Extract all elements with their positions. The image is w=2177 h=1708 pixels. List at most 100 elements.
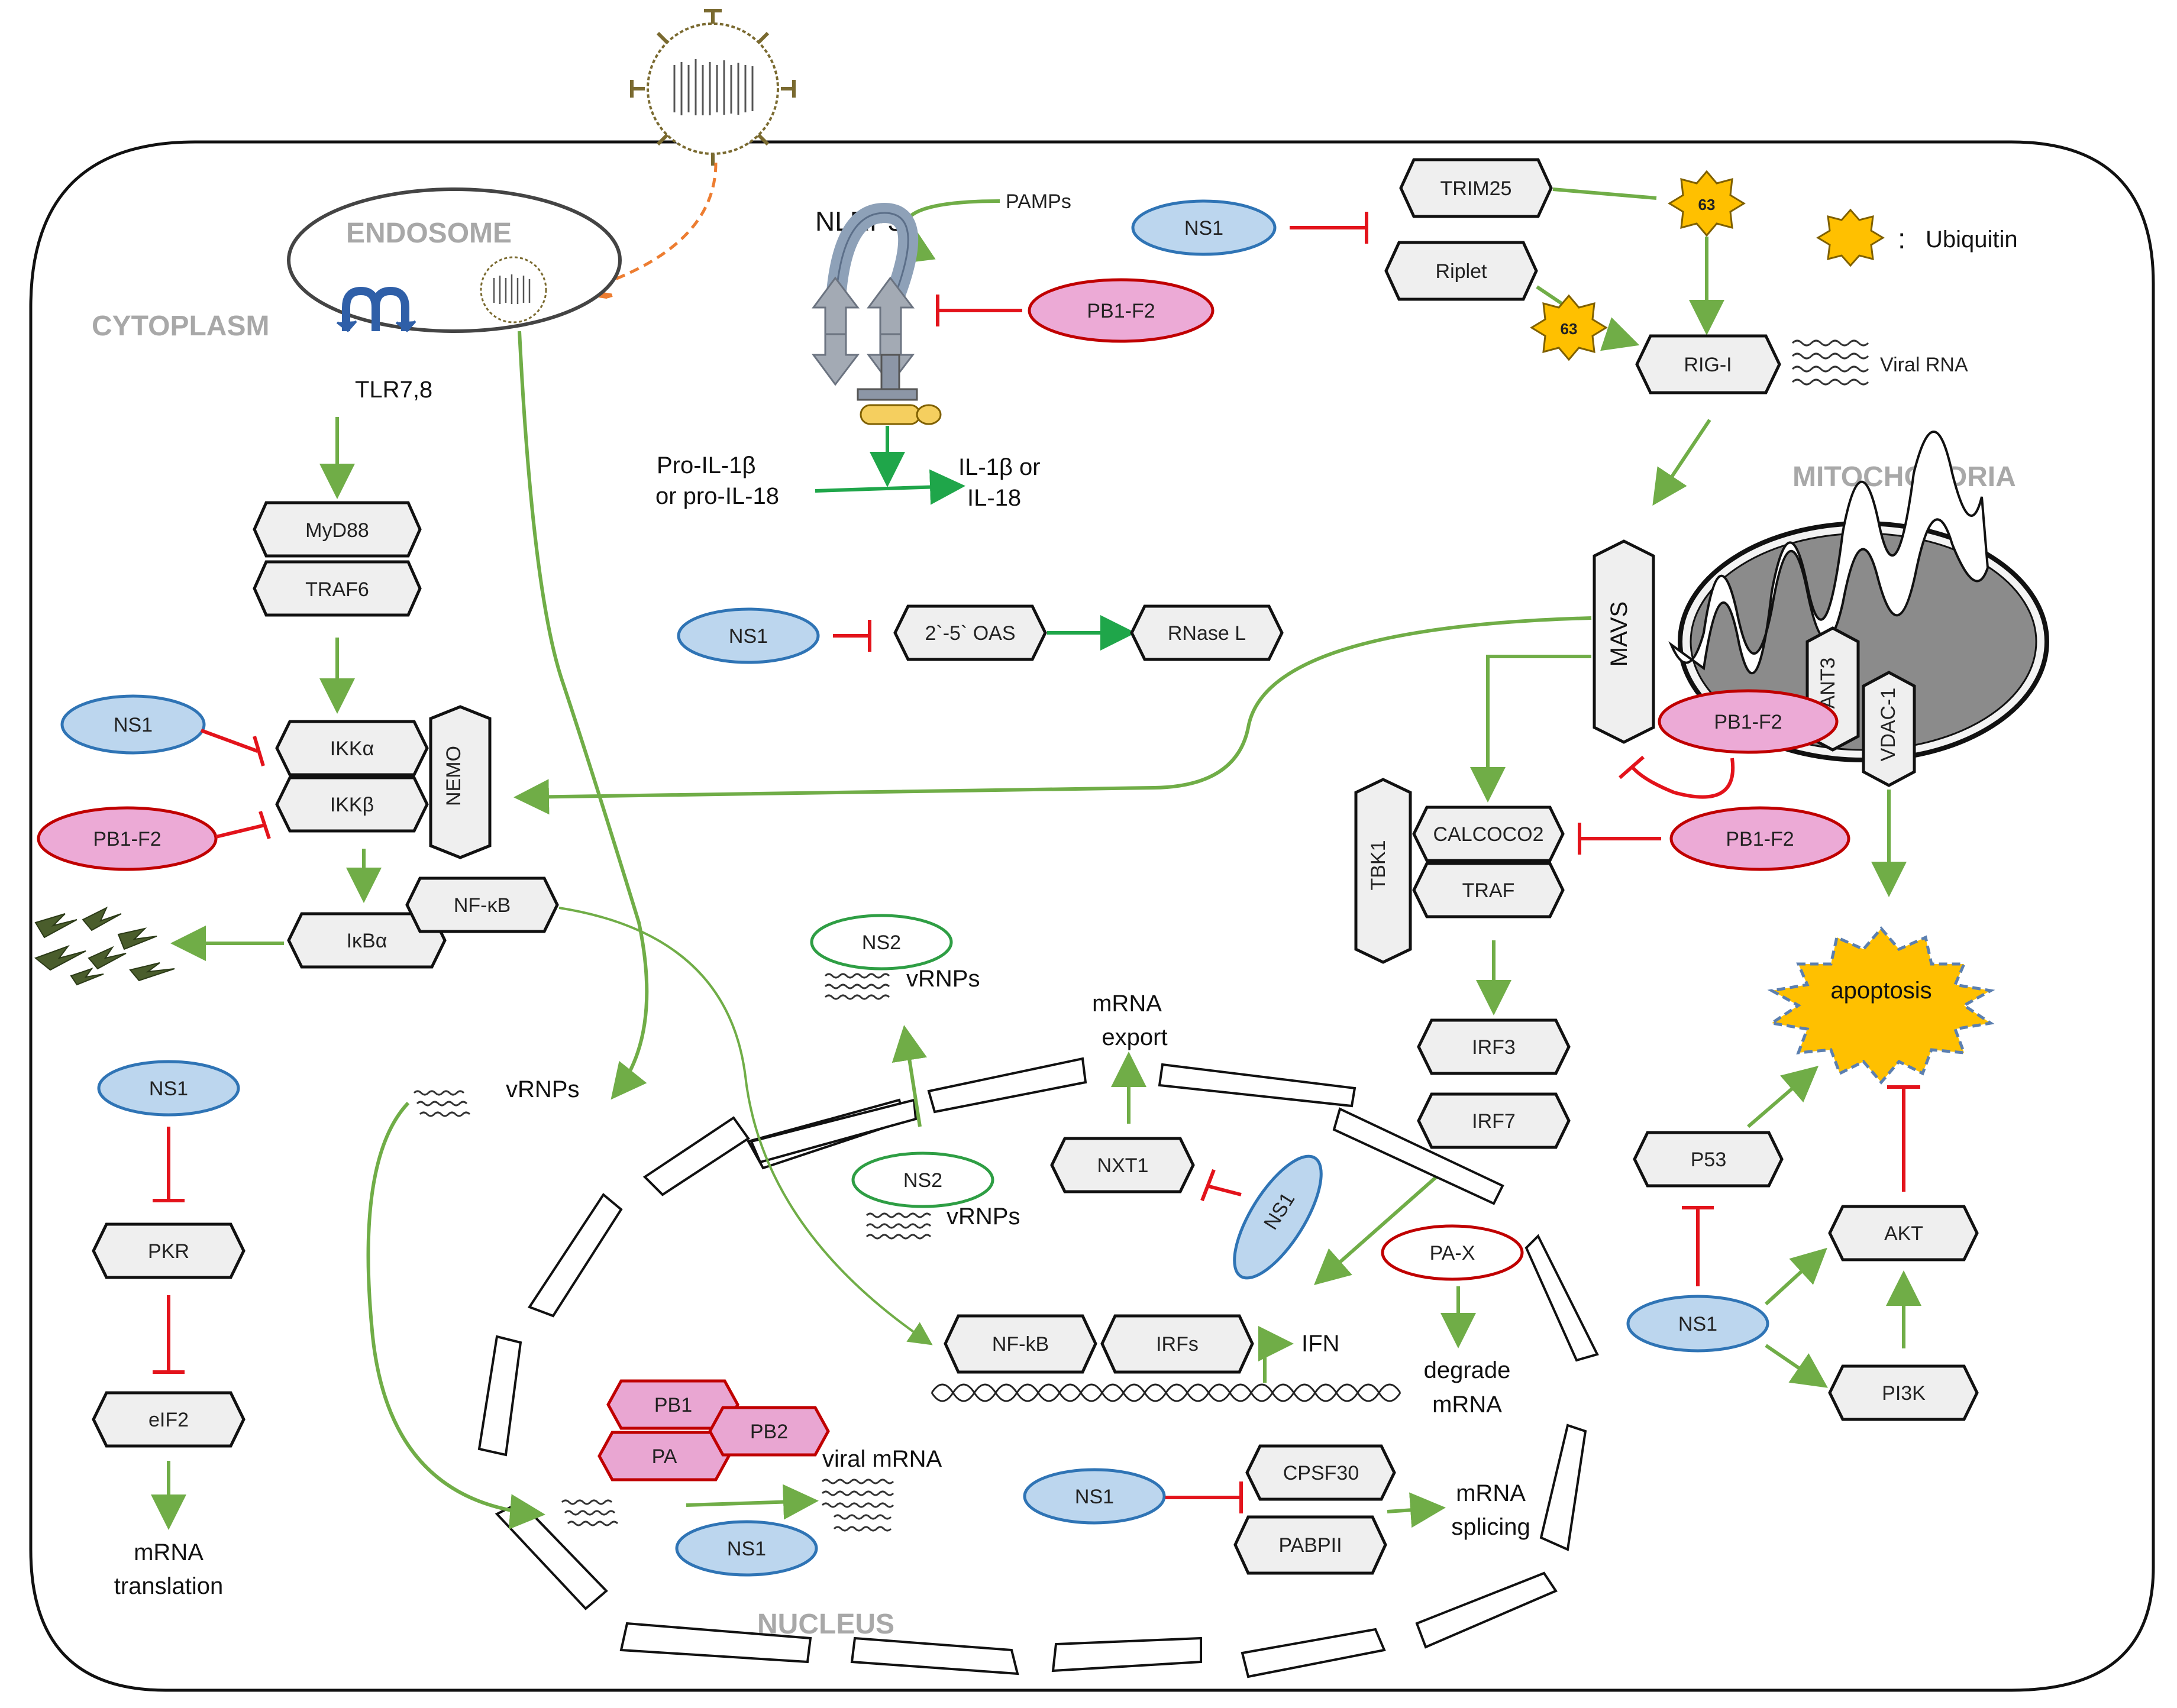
svg-text:NF-κB: NF-κB (454, 894, 511, 917)
nlrp3-inflammasome-icon (812, 202, 942, 425)
tlr-receptor-icon (336, 286, 416, 332)
ns1-p53-oval: NS1 (1626, 1295, 1769, 1353)
il-label-1: IL-1β or (958, 454, 1041, 480)
svg-text:TRAF: TRAF (1462, 879, 1515, 902)
ns1-pkr-oval: NS1 (97, 1060, 240, 1117)
ns1-to-pi3k-arrow (1765, 1344, 1828, 1388)
viral-rna-strands-icon (1791, 339, 1869, 386)
svg-text:IRF3: IRF3 (1472, 1036, 1516, 1059)
degrade-label-2: mRNA (1432, 1392, 1502, 1418)
mrna-splicing-label-2: splicing (1451, 1514, 1530, 1540)
pb1f2-inhibits-calcoco2 (1578, 823, 1661, 855)
svg-text:NS1: NS1 (1678, 1313, 1717, 1335)
ns2-top-oval: NS2 (810, 914, 953, 971)
mrna-splicing-label-1: mRNA (1456, 1480, 1526, 1506)
svg-text:RIG-I: RIG-I (1684, 354, 1732, 376)
ifn-transcription-arrow (1258, 1326, 1294, 1383)
svg-text:ANT3: ANT3 (1817, 658, 1839, 709)
svg-text:apoptosis: apoptosis (1830, 978, 1931, 1004)
akt-inhibits-apoptosis (1887, 1085, 1920, 1192)
svg-text:PA-X: PA-X (1430, 1242, 1475, 1264)
trim25-node: TRIM25 (1399, 158, 1553, 218)
rnasel-node: RNase L (1130, 604, 1284, 661)
endosome (287, 187, 622, 333)
ifn-label: IFN (1301, 1331, 1339, 1357)
apoptosis-node: apoptosis (1767, 926, 1995, 1085)
tbk1-node: TBK1 (1354, 778, 1412, 964)
svg-text:PB2: PB2 (750, 1421, 788, 1443)
svg-text:NS1: NS1 (149, 1078, 188, 1100)
pro-il-label-2: or pro-IL-18 (655, 483, 779, 509)
irf7-node: IRF7 (1417, 1092, 1571, 1149)
mrna-translation-label-2: translation (114, 1573, 224, 1599)
vrnps-mid-label: vRNPs (947, 1204, 1020, 1230)
svg-text:PABPII: PABPII (1278, 1534, 1342, 1557)
svg-text:TBK1: TBK1 (1367, 840, 1390, 890)
svg-text:IKKα: IKKα (330, 737, 374, 760)
svg-text:TRAF6: TRAF6 (305, 578, 369, 601)
svg-text:eIF2: eIF2 (148, 1409, 189, 1431)
svg-text:TRIM25: TRIM25 (1440, 177, 1512, 200)
vrnps-cytoplasm-label: vRNPs (506, 1076, 579, 1102)
svg-text:PI3K: PI3K (1882, 1382, 1926, 1405)
ns1-inhibits-p53 (1682, 1206, 1714, 1286)
svg-text:NEMO: NEMO (442, 746, 465, 806)
pax-oval: PA-X (1381, 1224, 1524, 1281)
ns2-mid-oval: NS2 (851, 1151, 994, 1208)
legend-separator: : (1898, 224, 1905, 255)
pi3k-node: PI3K (1828, 1364, 1979, 1421)
endosome-to-nucleus-path (518, 331, 649, 1100)
svg-text:Riplet: Riplet (1436, 260, 1487, 283)
svg-text:IκBα: IκBα (347, 930, 387, 952)
svg-text:PB1-F2: PB1-F2 (1714, 711, 1782, 733)
ns1-inhibits-pkr (153, 1127, 185, 1202)
mavs-node: MAVS (1593, 539, 1655, 744)
vrnps-mid-strands-icon (865, 1212, 932, 1240)
svg-text:IRF7: IRF7 (1472, 1110, 1516, 1133)
svg-text:NS1: NS1 (1184, 217, 1223, 240)
svg-text:PB1: PB1 (654, 1394, 692, 1416)
svg-text:PB1-F2: PB1-F2 (1087, 300, 1155, 322)
ubiquitin-star-riplet: 63 (1530, 294, 1608, 361)
vrnps-cytoplasm-strands-icon (413, 1090, 471, 1117)
viral-rna-label: Viral RNA (1880, 354, 1968, 376)
svg-text:NS1: NS1 (727, 1538, 766, 1560)
ns1-nxt1-oval: NS1 (1233, 1154, 1323, 1280)
endosome-virion (480, 256, 547, 324)
ns1-pol-oval: NS1 (675, 1520, 818, 1577)
ns1-inhibits-nxt1 (1200, 1169, 1242, 1202)
eif2-node: eIF2 (92, 1391, 246, 1448)
svg-text:RNase L: RNase L (1168, 622, 1246, 645)
svg-text:PKR: PKR (148, 1240, 189, 1263)
pb2-node: PB2 (708, 1406, 830, 1457)
ub2-to-rigi-arrow (1600, 317, 1640, 351)
ns1-inhibits-trim25 (1290, 212, 1368, 244)
ubiquitin-legend: : Ubiquitin (1816, 208, 2018, 267)
p53-to-apoptosis-arrow (1747, 1066, 1819, 1128)
irf3-node: IRF3 (1417, 1018, 1571, 1075)
ns1-trim25-oval: NS1 (1131, 199, 1277, 256)
ns2-export-arrow (892, 1025, 928, 1127)
il-label-2: IL-18 (967, 485, 1021, 511)
akt-node: AKT (1828, 1205, 1979, 1261)
calcoco2-node: CALCOCO2 (1412, 806, 1565, 862)
myd88-node: MyD88 (253, 501, 422, 558)
degraded-ikba-fragments-icon (34, 906, 175, 986)
nemo-node: NEMO (429, 705, 492, 859)
nuclear-envelope-segment (750, 1098, 918, 1164)
svg-text:PB1-F2: PB1-F2 (93, 828, 161, 850)
pkr-node: PKR (92, 1222, 246, 1279)
svg-text:NXT1: NXT1 (1097, 1154, 1149, 1177)
svg-text:PA: PA (652, 1445, 677, 1468)
nfkb-node: NF-κB (405, 876, 559, 933)
trim25-to-ub-line (1552, 187, 1657, 200)
ikka-node: IKKα (275, 720, 429, 777)
svg-text:NS1: NS1 (114, 714, 153, 736)
vdac1-node: VDAC-1 (1862, 671, 1916, 787)
mrna-export-label-2: export (1102, 1024, 1167, 1050)
p53-node: P53 (1633, 1131, 1784, 1188)
vrna-template-strands-icon (561, 1499, 619, 1526)
pb1f2-calcoco2-oval: PB1-F2 (1669, 806, 1850, 871)
ns1-inhibits-cpsf30 (1165, 1481, 1243, 1513)
svg-text:63: 63 (1561, 320, 1578, 338)
